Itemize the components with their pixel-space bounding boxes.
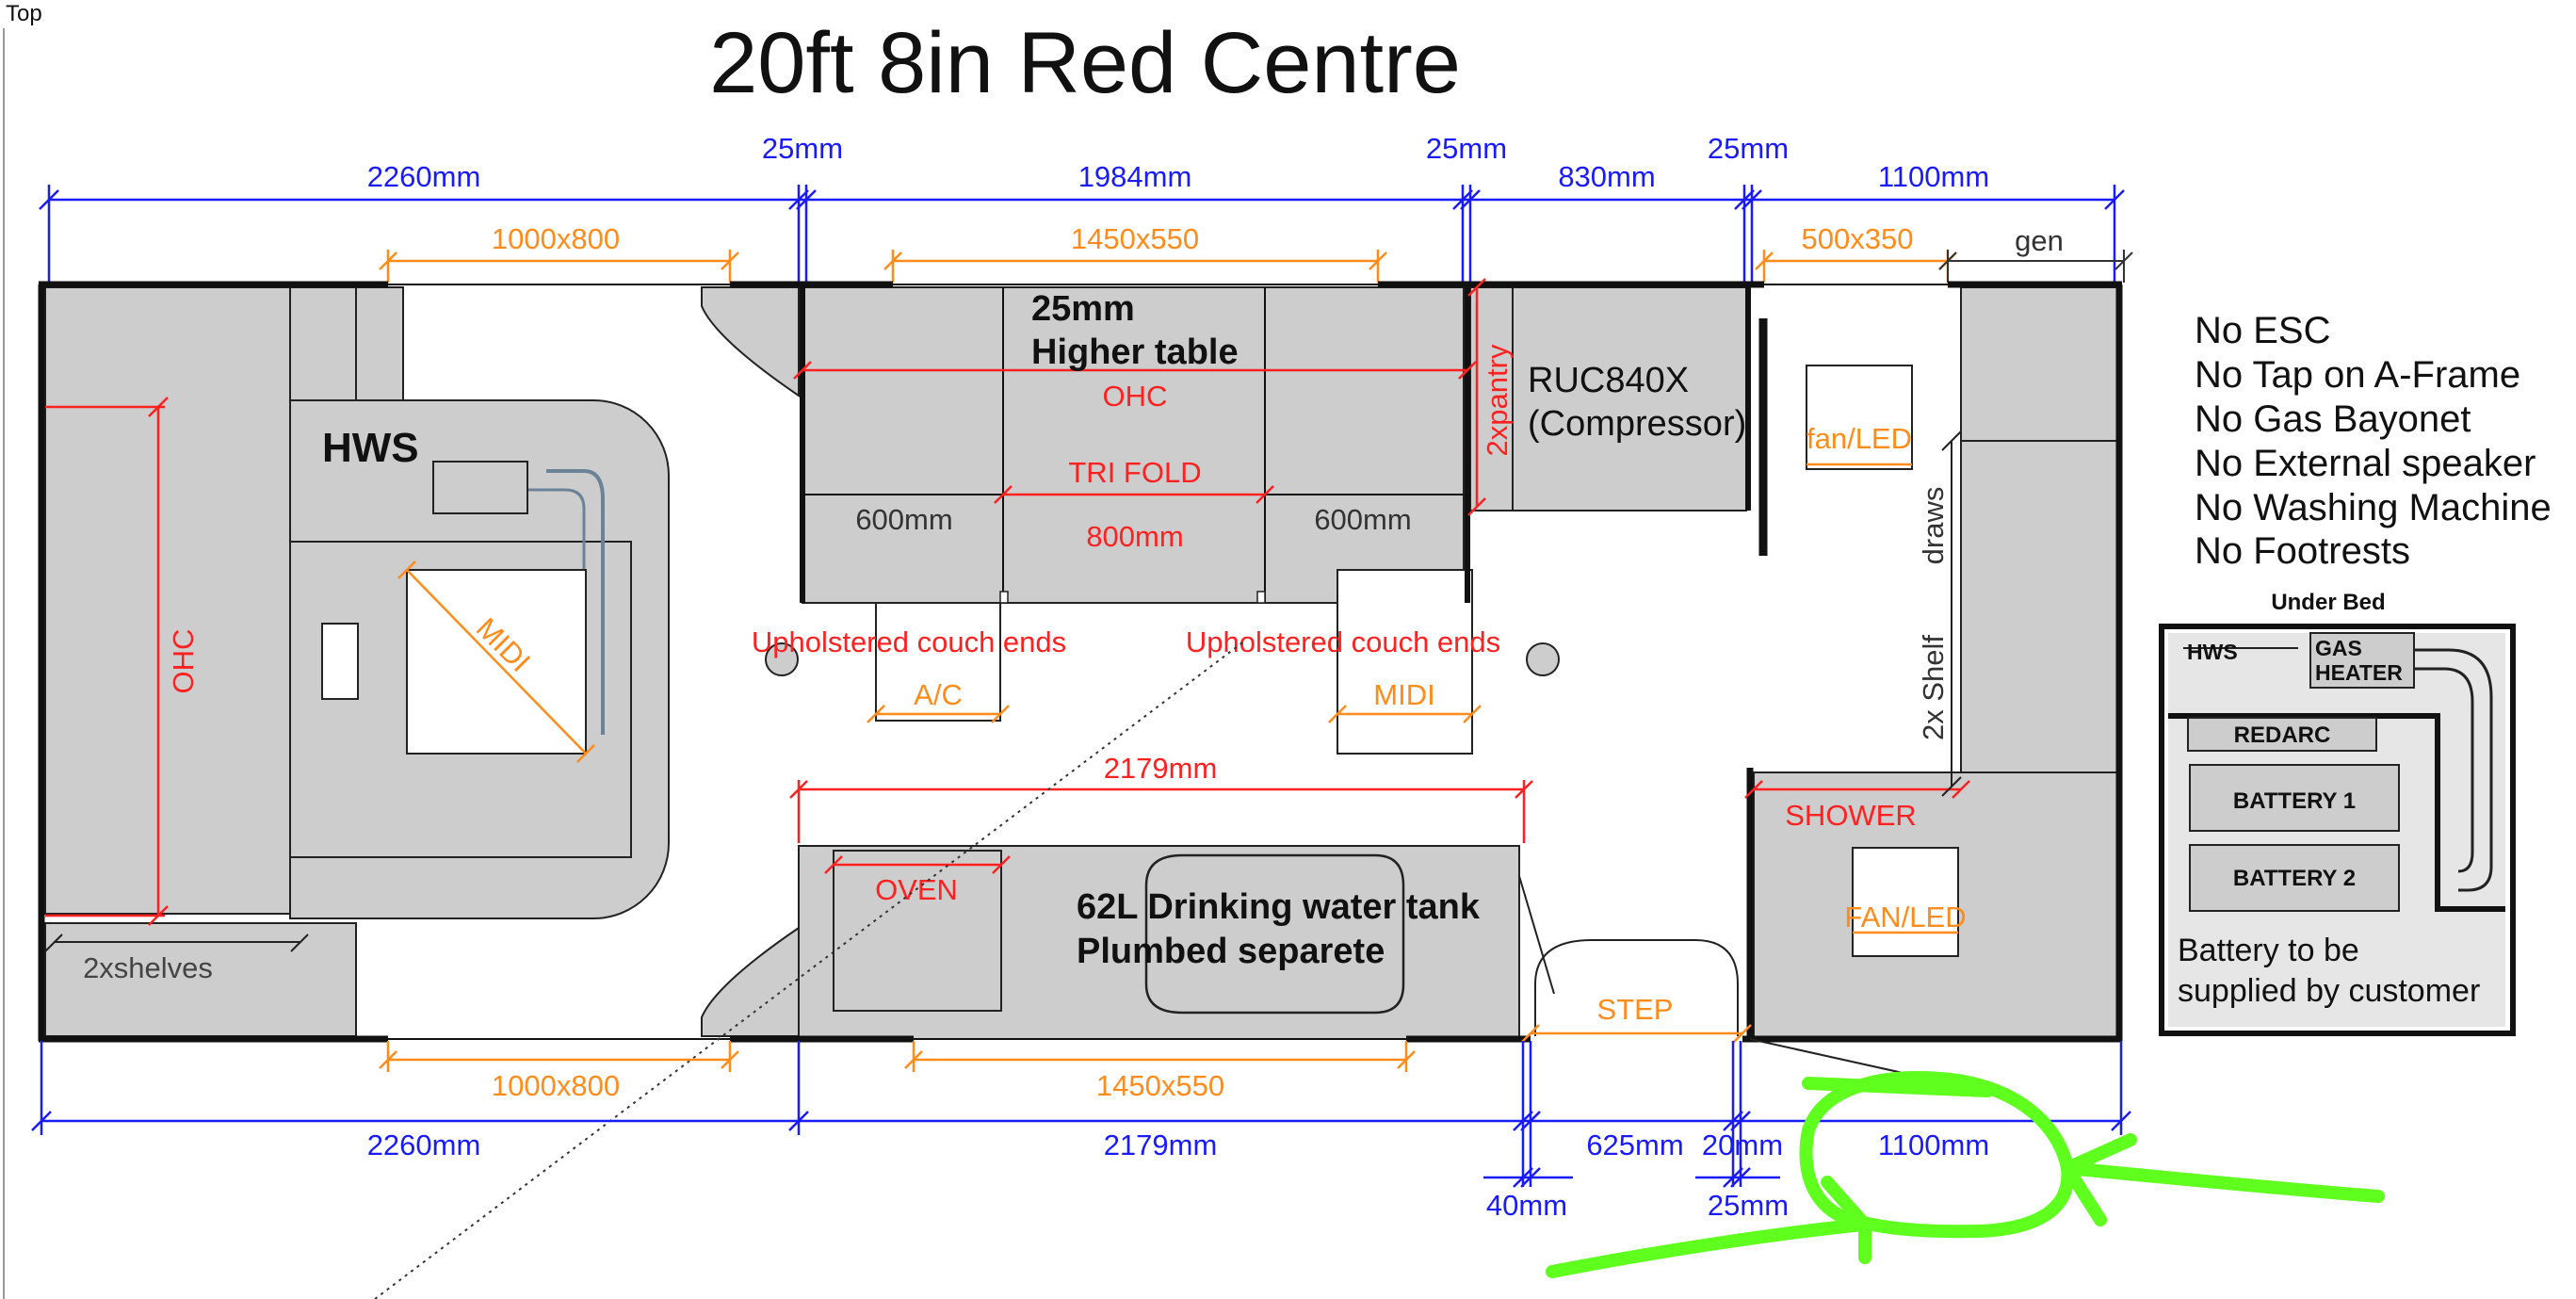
left-ohc-cabinet	[44, 286, 291, 915]
seat-left-label: 600mm	[855, 503, 952, 536]
fixture-labels: HWS 25mm Higher table RUC840X (Compresso…	[322, 289, 1746, 971]
entry-step	[1534, 939, 1739, 1036]
door-panel-top	[701, 286, 800, 398]
under-bed-note-line2: supplied by customer	[2178, 973, 2480, 1009]
tri-fold-label: TRI FOLD	[1068, 456, 1201, 489]
under-bed-note-line1: Battery to be	[2178, 933, 2359, 968]
dinette-block	[802, 286, 1465, 604]
fan-led-top-label: fan/LED	[1806, 422, 1912, 455]
shelves-label: 2xshelves	[83, 951, 213, 984]
under-bed-battery1: BATTERY 1	[2233, 788, 2356, 814]
under-bed-redarc: REDARC	[2234, 723, 2331, 748]
fan-led-bottom-box	[1852, 847, 1959, 957]
door-panel-bottom	[701, 926, 800, 1037]
shelf-label: 2x Shelf	[1917, 635, 1950, 740]
note-2: No Tap on A-Frame	[2195, 354, 2520, 396]
note-3: No Gas Bayonet	[2195, 398, 2471, 440]
draws-cabinet	[1960, 286, 2120, 442]
fan-led-top-box	[1806, 365, 1913, 470]
note-4: No External speaker	[2195, 443, 2535, 484]
note-5: No Washing Machine	[2195, 487, 2552, 528]
bench-dim-label: 2179mm	[1104, 752, 1218, 785]
under-bed-title: Under Bed	[2271, 590, 2385, 615]
tank-line2: Plumbed separete	[1077, 932, 1385, 971]
top-gap-3: 25mm	[1708, 132, 1789, 165]
wardrobe-left	[289, 286, 357, 401]
ac-label: A/C	[914, 678, 963, 711]
note-1: No ESC	[2195, 310, 2331, 351]
outer-walls	[38, 281, 2123, 1094]
plan-title: 20ft 8in Red Centre	[709, 15, 1461, 111]
seat-right-label: 600mm	[1314, 503, 1411, 536]
top-dim-3: 830mm	[1558, 160, 1655, 193]
under-bed-gas: GAS	[2315, 636, 2362, 660]
oven	[833, 850, 1002, 1012]
fridge-type: (Compressor)	[1528, 404, 1746, 444]
view-label: Top	[6, 1, 42, 26]
bottom-dim-3: 625mm	[1586, 1129, 1683, 1161]
couch-end-left-label: Upholstered couch ends	[752, 625, 1066, 658]
step-label: STEP	[1597, 993, 1674, 1026]
higher-table-line1: 25mm	[1031, 289, 1135, 329]
shower-label: SHOWER	[1785, 799, 1917, 832]
bottom-dim-2: 2179mm	[1104, 1129, 1218, 1161]
top-dim-2: 1984mm	[1078, 160, 1192, 193]
top-window-2-dim: 1450x550	[1071, 222, 1199, 255]
fridge-model: RUC840X	[1528, 361, 1689, 400]
dinette-ohc-label: OHC	[1103, 380, 1168, 413]
tank-line1: 62L Drinking water tank	[1077, 887, 1481, 927]
top-gap-2: 25mm	[1426, 132, 1507, 165]
wardrobe-right	[355, 286, 404, 401]
higher-table-line2: Higher table	[1031, 333, 1239, 372]
bottom-window-2-dim: 1450x550	[1096, 1069, 1224, 1102]
dotted-guide-line	[374, 640, 1246, 1299]
hws-label: HWS	[322, 425, 419, 471]
bottom-dim-4: 20mm	[1702, 1129, 1783, 1161]
cabinet-dimensions: draws 2x Shelf 2xshelves 600mm 800mm 600…	[44, 430, 1962, 984]
ac-unit	[875, 602, 1001, 722]
table-leg-right	[1526, 642, 1560, 676]
top-window-1-dim: 1000x800	[492, 222, 620, 255]
pantry-label: 2xpantry	[1481, 344, 1514, 456]
under-bed-heater: HEATER	[2315, 660, 2403, 685]
gen-dim: gen	[2015, 224, 2064, 257]
top-gap-1: 25mm	[762, 132, 843, 165]
vent-left	[321, 623, 359, 700]
fridge-unit	[1512, 286, 1747, 511]
bottom-dimension-line: 2260mm 2179mm 625mm 20mm 1100mm 40mm 25m…	[31, 1041, 2131, 1222]
left-ohc-label: OHC	[167, 629, 200, 694]
furniture	[44, 286, 2122, 1041]
top-dimension-line: 2260mm 25mm 1984mm 25mm 830mm 25mm 1100m…	[39, 132, 2125, 283]
midi-right-label: MIDI	[1373, 678, 1434, 711]
midi-unit-right	[1337, 569, 1473, 755]
bottom-dim-1: 2260mm	[367, 1129, 481, 1161]
top-window-3-dim: 500x350	[1802, 222, 1914, 255]
seat-mid-label: 800mm	[1086, 520, 1183, 553]
bottom-dim-5: 1100mm	[1878, 1129, 1989, 1161]
table-leg-left	[765, 642, 799, 676]
under-bed-hws: HWS	[2187, 640, 2238, 664]
notes-list: No ESC No Tap on A-Frame No Gas Bayonet …	[2195, 310, 2552, 572]
internal-dimensions: OHC OHC TRI FOLD 2xpantry 2179mm OVEN SH…	[45, 278, 1970, 926]
fan-led-bottom-label: FAN/LED	[1844, 901, 1966, 934]
bottom-window-dimensions: 1000x800 1450x550 STEP	[379, 993, 1752, 1102]
note-6: No Footrests	[2195, 530, 2410, 572]
top-dim-4: 1100mm	[1878, 160, 1989, 193]
couch-end-right-label: Upholstered couch ends	[1186, 625, 1500, 658]
bottom-small-dim-1: 40mm	[1486, 1189, 1567, 1222]
under-bed-battery2: BATTERY 2	[2233, 866, 2356, 891]
top-dim-1: 2260mm	[367, 160, 481, 193]
shelf-cabinet	[1960, 440, 2120, 773]
bottom-window-1-dim: 1000x800	[492, 1069, 620, 1102]
gas-heater-box	[432, 461, 528, 514]
draws-label: draws	[1917, 487, 1950, 565]
under-bed-inset: Under Bed HWS GAS HEATER REDARC BATTERY …	[2159, 590, 2516, 1036]
green-highlight-markup	[1546, 1071, 2385, 1278]
top-window-dimensions: 1000x800 1450x550 500x350 gen	[379, 222, 2133, 283]
bottom-small-dim-2: 25mm	[1708, 1189, 1789, 1222]
water-tank	[1144, 853, 1405, 1015]
